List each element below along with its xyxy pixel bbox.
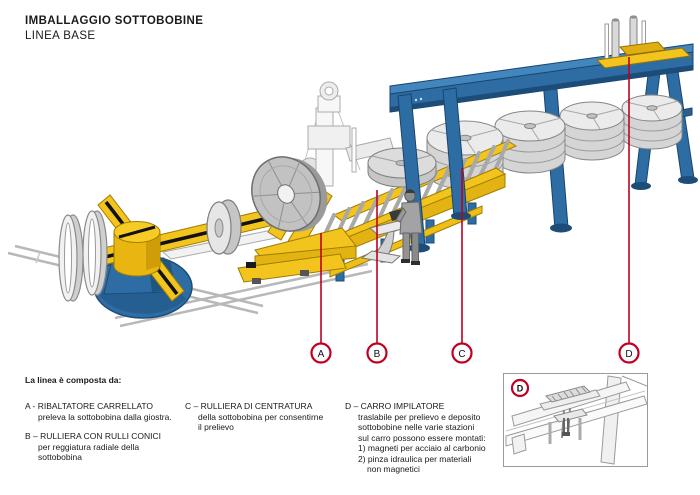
detail-inset-drawing: D (505, 375, 648, 465)
carousel-giostra (69, 194, 313, 319)
legend-item-a-title: A - RIBALTATORE CARRELLATO (25, 401, 154, 411)
legend-item-c-title: C – RULLIERA DI CENTRATURA (185, 401, 313, 411)
legend-column-1: A - RIBALTATORE CARRELLATO preleva la so… (25, 401, 183, 472)
operator-console (360, 189, 423, 265)
detail-inset-box: D (503, 373, 648, 467)
legend-item-d: D – CARRO IMPILATORE traslabile per prel… (345, 401, 503, 475)
legend-item-d-desc-3: sul carro possono essere montati: (358, 432, 486, 443)
legend-item-b-desc: per reggiatura radiale della sottobobina (38, 441, 140, 463)
legend-column-2: C – RULLIERA DI CENTRATURA della sottobo… (185, 401, 343, 442)
callout-a-label: A (318, 349, 325, 360)
callout-b-circle (366, 342, 388, 364)
legend-item-d-desc-1: traslabile per prelievo e deposito (358, 411, 481, 422)
legend-item-b: B – RULLIERA CON RULLI CONICI per reggia… (25, 431, 183, 463)
inset-marker-label: D (517, 384, 524, 394)
title-block: IMBALLAGGIO SOTTOBOBINE LINEA BASE (25, 14, 203, 44)
tilter-ribaltatore (237, 156, 357, 284)
legend-item-b-title: B – RULLIERA CON RULLI CONICI (25, 431, 162, 441)
callout-a-circle (310, 342, 332, 364)
stacker-trolley (595, 15, 692, 69)
callout-d: D (618, 57, 640, 364)
callout-b: B (366, 190, 388, 364)
callout-c-label: C (458, 349, 465, 360)
callout-c: C (451, 168, 473, 364)
coil-on-conveyor (367, 147, 437, 188)
empty-coil-rings (58, 199, 242, 302)
legend-item-d-desc-6: non magnetici (367, 464, 420, 474)
legend-item-a: A - RIBALTATORE CARRELLATO preleva la so… (25, 401, 183, 422)
legend-item-c-desc-2: il prelievo (198, 422, 234, 432)
legend-item-d-desc-5: 2) pinza idraulica per materiali (358, 453, 472, 464)
callout-d-label: D (625, 349, 632, 360)
metal-coil (251, 156, 328, 232)
legend-intro: La linea è composta da: (25, 375, 122, 385)
operator (395, 189, 423, 265)
legend-item-a-desc: preleva la sottobobina dalla giostra. (38, 411, 172, 422)
callout-d-circle (618, 342, 640, 364)
legend-item-d-title: D – CARRO IMPILATORE (345, 401, 445, 411)
callout-c-circle (451, 342, 473, 364)
callout-b-label: B (374, 349, 381, 360)
legend-item-d-desc-2: sottobobine nelle varie stazioni (358, 422, 475, 432)
legend-item-c-desc-1: della sottobobina per consentirne (198, 411, 324, 422)
legend-item-c: C – RULLIERA DI CENTRATURA della sottobo… (185, 401, 343, 433)
page-subtitle: LINEA BASE (25, 30, 96, 42)
legend-column-3: D – CARRO IMPILATORE traslabile per prel… (345, 401, 503, 484)
inset-marker-circle (510, 378, 530, 398)
legend-item-d-desc-4: 1) magneti per acciaio al carbonio (358, 443, 486, 453)
callout-a: A (310, 233, 332, 364)
legend: La linea è composta da: A - RIBALTATORE … (25, 375, 495, 474)
callouts: A B C D (310, 57, 640, 364)
page-title: IMBALLAGGIO SOTTOBOBINE (25, 15, 204, 27)
